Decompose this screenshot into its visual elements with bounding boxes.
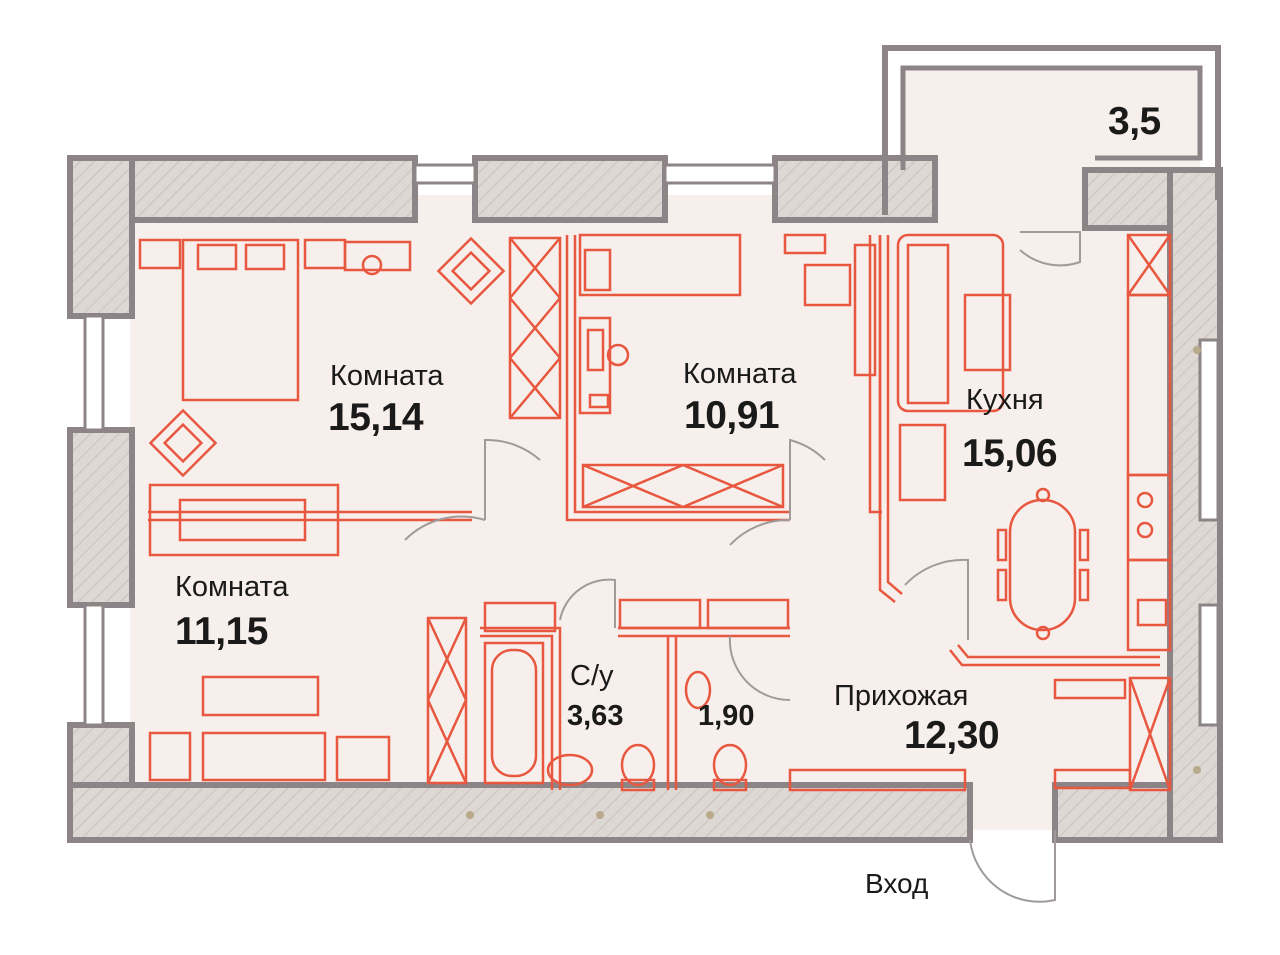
- apartment-floor: [130, 195, 1215, 800]
- room-area-room1: 15,14: [328, 396, 424, 439]
- room-area-bathroom: 3,63: [567, 700, 624, 732]
- bathtub: [483, 641, 545, 785]
- shoe-cabinet: [788, 768, 967, 792]
- sofa: [201, 731, 327, 782]
- room-name-bathroom: С/у: [570, 660, 614, 692]
- room-name-room1: Комната: [330, 360, 444, 392]
- room-area-balcony: 3,5: [1108, 100, 1161, 143]
- bed-pillow: [196, 243, 238, 271]
- entrance-label: Вход: [865, 868, 929, 899]
- room-name-room2: Комната: [683, 358, 797, 390]
- tv-unit: [148, 483, 340, 557]
- room-area-room3: 11,15: [175, 610, 268, 653]
- outer-walls: [67, 155, 1223, 843]
- sink: [546, 753, 594, 787]
- tv-stand: [201, 675, 320, 717]
- balcony-frame: [882, 45, 1221, 215]
- interior-walls: [148, 235, 1160, 790]
- wardrobe: [508, 236, 562, 420]
- windows: [83, 163, 1220, 727]
- armchair: [436, 236, 506, 306]
- door-swings: [404, 231, 1081, 903]
- toilet: [712, 743, 748, 787]
- bed: [181, 238, 300, 402]
- bed: [578, 233, 742, 297]
- room-area-toilet: 1,90: [698, 700, 755, 732]
- room-name-hallway: Прихожая: [834, 680, 969, 712]
- entrance-floor: [970, 790, 1055, 830]
- armchair: [148, 408, 218, 478]
- room-name-room3: Комната: [175, 571, 289, 603]
- room-name-kitchen: Кухня: [966, 384, 1044, 416]
- bed-pillow: [244, 243, 286, 271]
- radiator-dots: [466, 346, 1201, 819]
- furniture: [138, 233, 1172, 792]
- wardrobe: [1128, 676, 1172, 792]
- desk: [578, 316, 612, 415]
- desk: [343, 240, 412, 272]
- toilet: [620, 743, 656, 787]
- sofa: [896, 233, 1005, 413]
- room-area-room2: 10,91: [684, 394, 780, 437]
- sink: [684, 670, 712, 710]
- room-area-hallway: 12,30: [904, 714, 1000, 757]
- room-area-kitchen: 15,06: [962, 432, 1058, 475]
